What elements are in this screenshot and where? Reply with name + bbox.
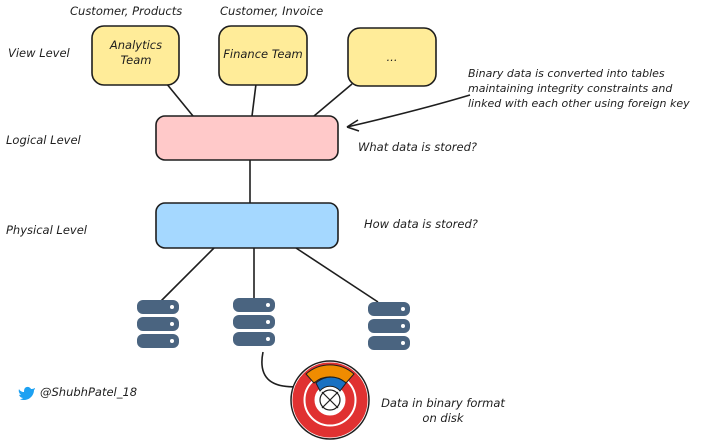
finance-team-label: Finance Team: [223, 47, 303, 61]
annotation-arrow: [346, 94, 471, 128]
finance-team-box: [218, 25, 308, 86]
what-data-annotation: What data is stored?: [358, 140, 478, 154]
analytics-team-label: Analytics Team: [109, 38, 163, 67]
logical-level-box: [155, 115, 339, 161]
how-data-annotation: How data is stored?: [364, 217, 478, 231]
connector-finance-logical: [251, 83, 257, 117]
twitter-handle[interactable]: @ShubhPatel_18: [40, 385, 138, 399]
analytics-team-box: [91, 25, 180, 86]
view-level-label: View Level: [8, 46, 70, 60]
connector-physical-db3: [295, 247, 379, 303]
analytics-heading: Customer, Products: [70, 4, 183, 18]
finance-heading: Customer, Invoice: [220, 4, 324, 18]
arrow-head: [346, 119, 360, 132]
connector-lines: [159, 82, 379, 303]
database-icon: [233, 298, 275, 346]
disk-icon: [290, 360, 370, 440]
more-teams-box: [347, 27, 437, 87]
database-icon: [137, 300, 179, 348]
connector-dots-logical: [313, 83, 353, 117]
physical-level-box: [155, 202, 339, 249]
twitter-icon: [18, 386, 35, 400]
physical-level-label: Physical Level: [6, 223, 87, 237]
binary-annotation: Binary data is converted into tables mai…: [468, 67, 690, 110]
database-icon: [368, 302, 410, 350]
logical-level-label: Logical Level: [6, 133, 81, 147]
more-teams-label: ...: [386, 50, 398, 64]
connector-physical-db1: [159, 247, 215, 303]
disk-annotation: Data in binary format on disk: [381, 396, 505, 425]
connector-analytics-logical: [165, 82, 194, 117]
